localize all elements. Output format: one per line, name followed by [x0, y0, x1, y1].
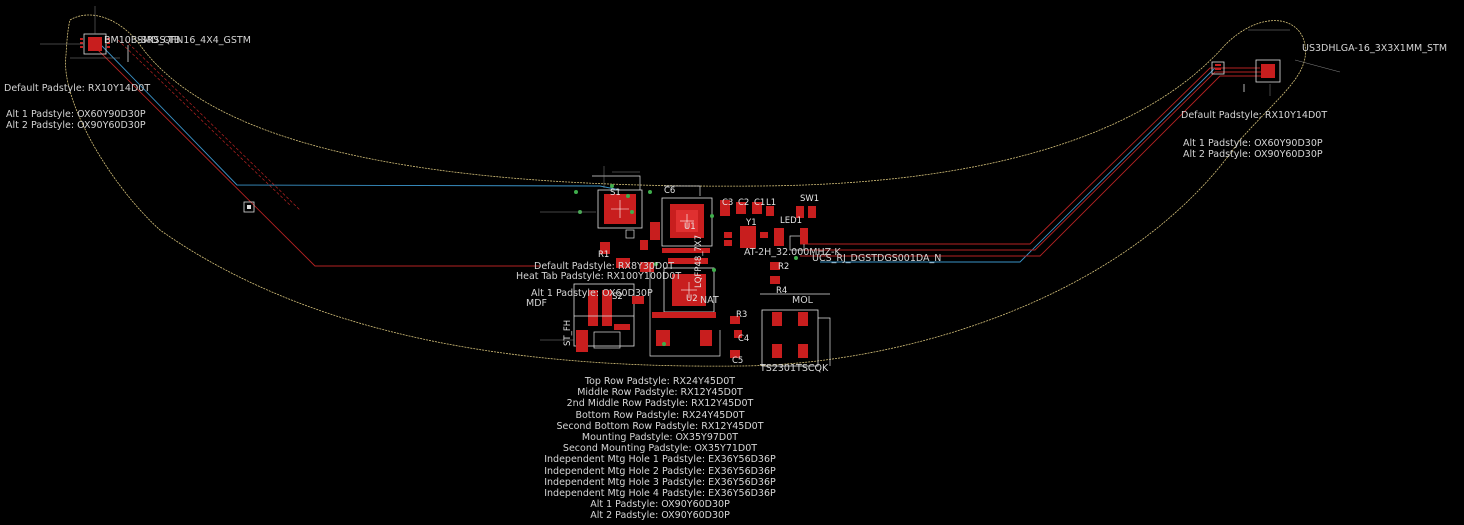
center-pushbutton-label: TS2301TSCQK	[760, 363, 829, 374]
center-st-label: ST_FH	[563, 319, 573, 346]
trace-red-right-2	[800, 71, 1262, 251]
refdes-l1: L1	[766, 198, 777, 208]
trace-red-left-3	[124, 39, 301, 211]
trace-red-left-1	[95, 47, 540, 267]
padstyle-line: Top Row Padstyle: RX24Y45D0T	[584, 376, 736, 387]
refdes-c1: C1	[754, 198, 766, 208]
center-lqfp-label: LQFP48_7X7	[694, 234, 704, 288]
padstyle-line: Alt 2 Padstyle: OX90Y60D30P	[590, 510, 730, 522]
padstyle-line: Middle Row Padstyle: RX12Y45D0T	[577, 387, 743, 399]
center-alt1-padstyle: Alt 1 Padstyle: OX60D30P	[531, 288, 653, 299]
padstyle-list: Top Row Padstyle: RX24Y45D0T Middle Row …	[500, 376, 820, 522]
trace-blue-top	[99, 43, 621, 191]
center-default-padstyle: Default Padstyle: RX8Y30D0T	[534, 261, 675, 272]
right-alt1-padstyle: Alt 1 Padstyle: OX60Y90D30P	[1183, 138, 1323, 149]
refdes-c4: C4	[738, 334, 750, 344]
padstyle-line: Independent Mtg Hole 3 Padstyle: EX36Y56…	[544, 476, 776, 488]
left-default-padstyle: Default Padstyle: RX10Y14D0T	[4, 83, 151, 94]
refdes-y1: Y1	[746, 218, 757, 228]
refdes-s1: S1	[610, 188, 621, 198]
padstyle-line: 2nd Middle Row Padstyle: RX12Y45D0T	[566, 398, 754, 410]
padstyle-line: Alt 1 Padstyle: OX90Y60D30P	[590, 499, 730, 511]
right-default-padstyle: Default Padstyle: RX10Y14D0T	[1181, 110, 1328, 121]
refdes-c6: C6	[664, 186, 676, 196]
left-alt2-padstyle: Alt 2 Padstyle: OX90Y60D30P	[6, 120, 146, 131]
center-mol-label: MOL	[792, 295, 813, 306]
refdes-c3: C3	[722, 198, 734, 208]
left-connector-footprint-label: SMD_QFN16_4X4_GSTM	[137, 35, 251, 46]
center-heat-tab-padstyle: Heat Tab Padstyle: RX100Y100D0T	[516, 271, 682, 282]
refdes-led1: LED1	[780, 216, 803, 226]
left-alt1-padstyle: Alt 1 Padstyle: OX60Y90D30P	[6, 109, 146, 120]
padstyle-line: Bottom Row Padstyle: RX24Y45D0T	[575, 409, 745, 421]
padstyle-line: Second Bottom Row Padstyle: RX12Y45D0T	[556, 420, 764, 432]
refdes-r4: R4	[776, 286, 788, 296]
right-connector-footprint[interactable]	[1211, 29, 1341, 96]
left-connector-part: BM10B-SRSS-TB	[104, 35, 181, 46]
center-usb-part: UCS_RJ_DGSTDGS001DA_N	[812, 253, 942, 264]
center-mdf-label: MDF	[526, 298, 547, 309]
trace-blue-bottom	[820, 67, 1216, 263]
center-crystal-label: AT-2H_32.000MHZ-K	[744, 247, 841, 258]
refdes-sw1: SW1	[800, 194, 820, 204]
padstyle-line: Mounting Padstyle: OX35Y97D0T	[581, 432, 739, 444]
trace-red-right-1	[800, 67, 1260, 245]
refdes-c5: C5	[732, 356, 744, 366]
refdes-c2: C2	[738, 198, 750, 208]
right-connector-footprint-label: US3DHLGA-16_3X3X1MM_STM	[1302, 43, 1448, 54]
trace-red-right-3	[800, 75, 1264, 257]
padstyle-line: Independent Mtg Hole 2 Padstyle: EX36Y56…	[544, 465, 776, 477]
center-nat-label: NAT	[700, 295, 719, 306]
right-alt2-padstyle: Alt 2 Padstyle: OX90Y60D30P	[1183, 149, 1323, 160]
refdes-r3: R3	[736, 310, 748, 320]
left-connector-footprint[interactable]	[40, 6, 129, 62]
refdes-u2: U2	[686, 294, 698, 304]
padstyle-line: Independent Mtg Hole 4 Padstyle: EX36Y56…	[544, 488, 776, 500]
padstyle-line: Independent Mtg Hole 1 Padstyle: EX36Y56…	[544, 454, 776, 466]
center-components[interactable]	[540, 166, 831, 367]
board-outline	[65, 14, 1306, 367]
left-fiducial	[243, 201, 255, 213]
refdes-r1: R1	[598, 250, 610, 260]
refdes-s2: S2	[612, 292, 623, 302]
padstyle-line: Second Mounting Padstyle: OX35Y71D0T	[562, 443, 758, 455]
refdes-u1: U1	[684, 222, 696, 232]
refdes-r2: R2	[778, 262, 790, 272]
